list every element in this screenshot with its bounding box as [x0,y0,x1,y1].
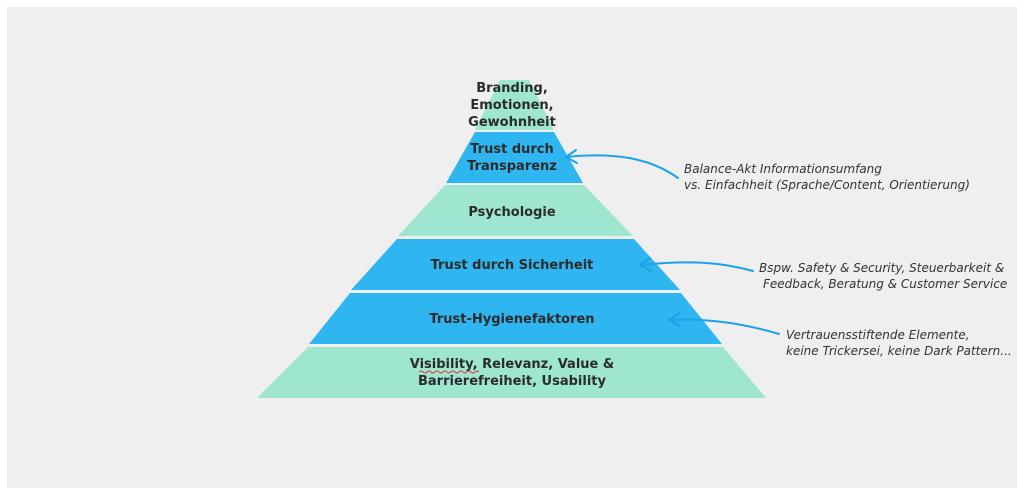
arrow-transparenz [565,154,679,179]
level-3-line-1: Psychologie [468,205,556,220]
annotation-3-line-2: keine Trickersei, keine Dark Pattern... [786,344,1012,358]
annotations: Balance-Akt Informationsumfang vs. Einfa… [684,162,1012,358]
level-2-line-1: Trust durch [470,142,554,157]
pyramid-level-4-shape [351,239,680,290]
pyramid-level-6-shape [257,347,766,398]
arrow-sicherheit [639,261,754,272]
level-5-line-1: Trust-Hygienefaktoren [429,312,594,327]
level-1-line-2: Emotionen, [470,98,553,113]
level-6-line-2: Barrierefreiheit, Usability [418,374,607,389]
level-1-line-3: Gewohnheit [468,115,556,130]
pyramid [257,80,766,398]
pyramid-level-1-shape [475,80,554,130]
pyramid-labels: Branding, Emotionen, Gewohnheit Trust du… [410,81,614,389]
pyramid-level-3-shape [398,185,633,236]
annotation-3-line-1: Vertrauensstiftende Elemente, [786,328,970,342]
arrowhead-transparenz [565,149,578,164]
annotation-2-line-1: Bspw. Safety & Security, Steuerbarkeit & [759,261,1004,275]
annotation-arrows [565,149,780,335]
annotation-2-line-2: Feedback, Beratung & Customer Service [763,277,1007,291]
level-4-line-1: Trust durch Sicherheit [431,258,594,273]
pyramid-level-2-shape [446,132,583,183]
level-1-line-1: Branding, [476,81,548,96]
arrow-hygiene [668,318,780,335]
spellcheck-underline [418,370,480,374]
level-2-line-2: Transparenz [467,159,557,174]
annotation-1-line-1: Balance-Akt Informationsumfang [684,162,882,176]
annotation-1-line-2: vs. Einfachheit (Sprache/Content, Orient… [684,178,970,192]
level-6-line-1: Visibility, Relevanz, Value & [410,357,614,372]
arrowhead-sicherheit [639,257,652,272]
pyramid-level-5-shape [309,293,722,344]
arrowhead-hygiene [668,312,681,327]
